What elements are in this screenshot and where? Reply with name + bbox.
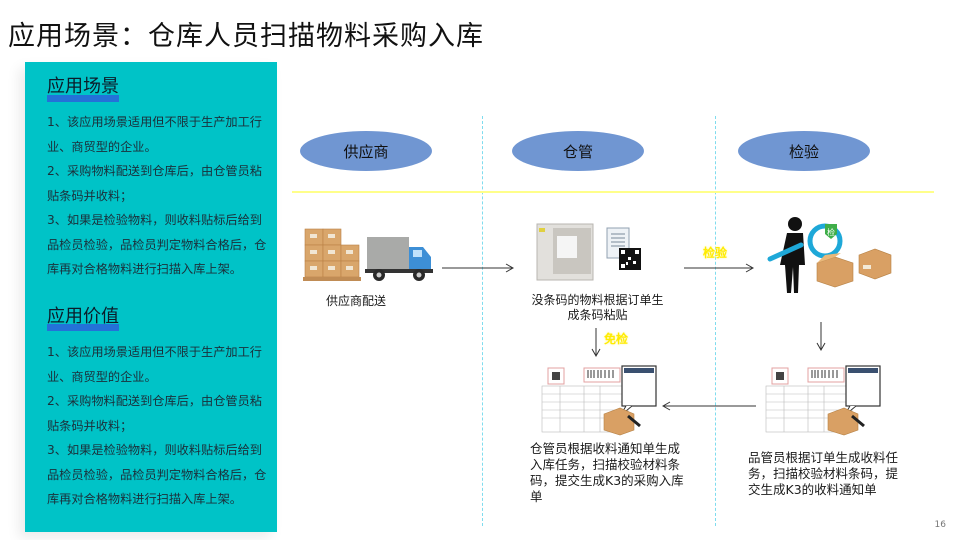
lane-label: 检验 [788, 142, 819, 161]
lane-label: 供应商 [343, 142, 389, 161]
heading-underline [47, 95, 119, 102]
receipt-scan-icon [765, 365, 881, 436]
arrow-right [684, 263, 755, 273]
badge-text: 检 [827, 227, 835, 237]
arrow-down [816, 322, 826, 352]
arrow-label-exempt: 免检 [604, 332, 629, 346]
scenario-item: 1、该应用场景适用但不限于生产加工行业、商贸型的企业。 [47, 115, 262, 154]
label-printer-icon [536, 223, 641, 281]
step-label-print: 没条码的物料根据订单生成条码粘贴 [531, 293, 664, 322]
section-heading-scenario: 应用场景 [47, 76, 119, 97]
scenario-text: 1、该应用场景适用但不限于生产加工行业、商贸型的企业。 2、采购物料配送到仓库后… [47, 110, 269, 282]
page-title: 应用场景：仓库人员扫描物料采购入库 [8, 21, 484, 52]
scenario-item: 2、采购物料配送到仓库后，由仓管员粘贴条码并收料； [47, 164, 262, 203]
lane-label: 仓管 [562, 142, 593, 161]
lane-divider [482, 116, 483, 526]
step-qc-receive: 品管员根据订单生成收料任务，扫描校验材料条码，提交生成K3的收料通知单 [748, 450, 899, 497]
arrow-left [662, 401, 756, 411]
lane-header-line [292, 191, 934, 193]
page-number: 16 [934, 520, 946, 530]
step-supplier-delivery: 供应商配送 [326, 294, 387, 308]
heading-underline [47, 324, 119, 331]
lane-divider [715, 116, 716, 526]
lane-supplier: 供应商 [300, 131, 432, 171]
scenario-item: 3、如果是检验物料，则收料贴标后给到品检员检验，品检员判定物料合格后，仓库再对合… [47, 213, 267, 276]
receipt-scan-icon [541, 365, 657, 436]
arrow-right [442, 263, 515, 273]
value-text: 1、该应用场景适用但不限于生产加工行业、商贸型的企业。 2、采购物料配送到仓库后… [47, 340, 269, 512]
value-item: 3、如果是检验物料，则收料贴标后给到品检员检验，品检员判定物料合格后，仓库再对合… [47, 443, 267, 506]
value-item: 1、该应用场景适用但不限于生产加工行业、商贸型的企业。 [47, 345, 262, 384]
boxes-and-truck-icon [303, 228, 433, 281]
lane-warehouse: 仓管 [512, 131, 644, 171]
value-item: 2、采购物料配送到仓库后，由仓管员粘贴条码并收料； [47, 394, 262, 433]
arrow-label-inspect: 检验 [703, 246, 728, 260]
section-heading-value: 应用价值 [47, 306, 119, 327]
info-panel: 应用场景 1、该应用场景适用但不限于生产加工行业、商贸型的企业。 2、采购物料配… [25, 62, 277, 532]
arrow-down [591, 328, 601, 358]
step-warehouse-receive: 仓管员根据收料通知单生成入库任务，扫描校验材料条码，提交生成K3的采购入库单 [530, 441, 684, 504]
inspector-magnifier-icon: 检 [767, 217, 892, 293]
lane-inspection: 检验 [738, 131, 870, 171]
